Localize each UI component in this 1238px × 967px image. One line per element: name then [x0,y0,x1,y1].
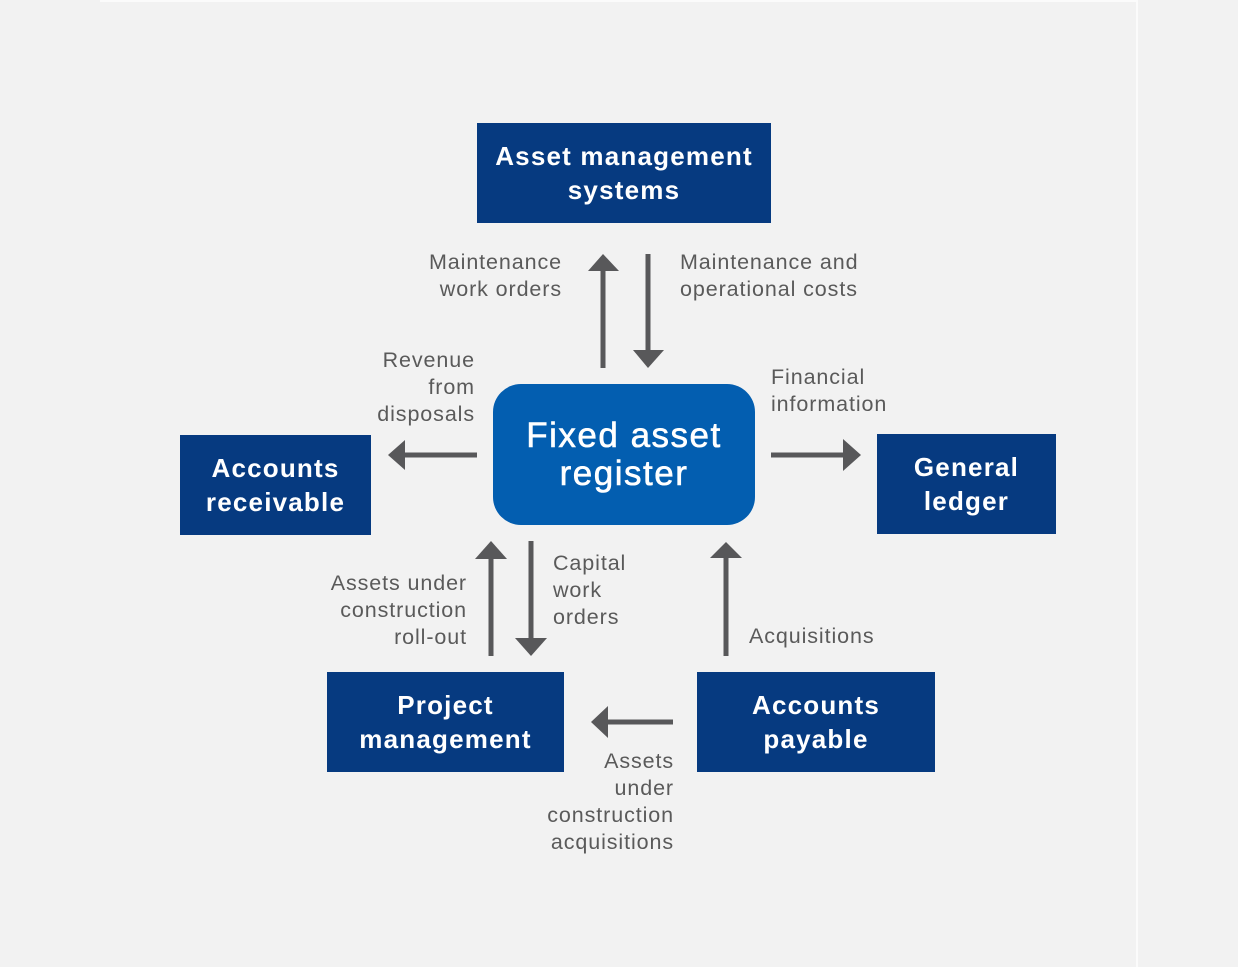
arrow-auc-rollout [475,541,507,656]
node-accounts-payable: Accounts payable [697,672,935,772]
flow-label-auc-rollout: Assets under construction roll-out [330,571,467,649]
node-project-management: Project management [327,672,564,772]
node-label: Project management [359,690,532,754]
flow-label-revenue-disposals: Revenue from disposals [377,348,475,426]
arrow-capital-work-orders [515,541,547,656]
node-general-ledger: General ledger [877,434,1056,534]
arrow-auc-acquisitions [591,706,673,738]
node-label: Accounts receivable [205,453,346,517]
arrow-acquisitions [710,542,742,656]
flow-label-maintenance-work-orders: Maintenance work orders [428,250,562,301]
node-label: Accounts payable [751,690,881,754]
arrow-revenue-disposals [388,440,477,470]
arrow-maintenance-costs [633,254,664,368]
flow-label-financial-information: Financial information [771,365,888,416]
flow-label-auc-acquisitions: Assets under construction acquisitions [547,749,674,854]
frame-edge-right [1136,0,1138,967]
arrow-financial-information [771,439,861,471]
node-fixed-asset-register: Fixed asset register [493,384,755,525]
arrow-maintenance-work-orders [588,254,619,368]
node-label: Asset management systems [495,141,753,205]
flow-label-acquisitions: Acquisitions [749,624,875,648]
node-label: Fixed asset register [526,415,722,493]
flow-label-capital-work-orders: Capital work orders [553,551,627,629]
node-asset-management-systems: Asset management systems [477,123,771,223]
frame-edge-top [100,0,1137,2]
node-accounts-receivable: Accounts receivable [180,435,371,535]
flow-label-maintenance-costs: Maintenance and operational costs [680,250,859,301]
node-label: General ledger [913,452,1020,516]
